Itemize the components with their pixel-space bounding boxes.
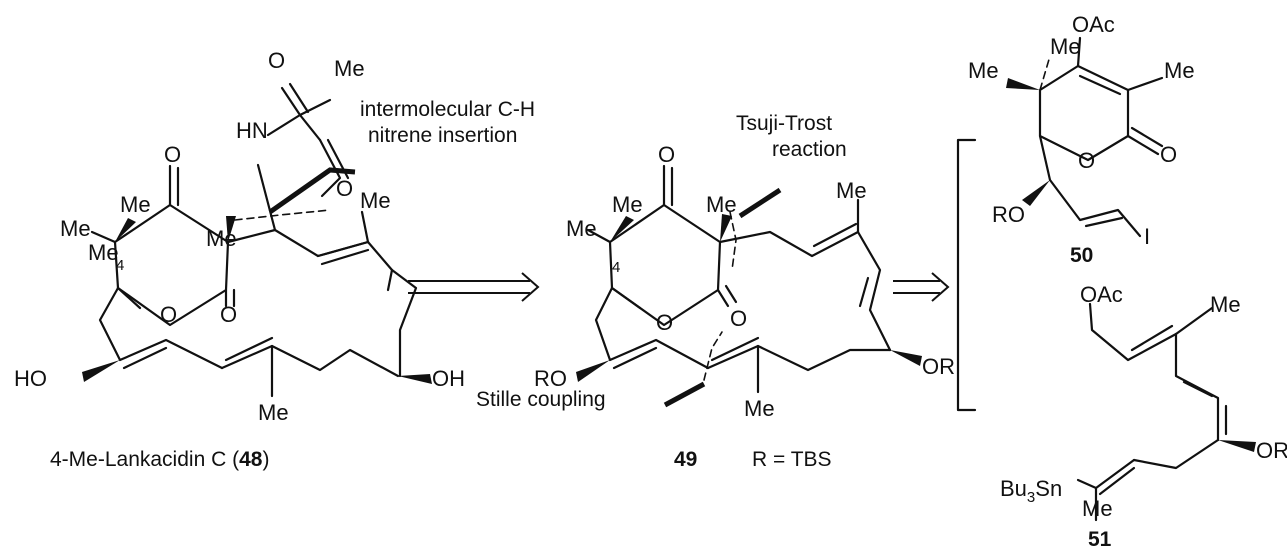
- atom-me-4-49: Me: [566, 216, 597, 241]
- atom-me-quat-48: Me: [206, 226, 237, 251]
- atom-o-ring-50: O: [1078, 148, 1095, 173]
- label-tsuji-trost-line2: reaction: [772, 138, 847, 161]
- retro-arrow-2: [893, 272, 950, 302]
- atom-o-amide-48: O: [336, 176, 353, 201]
- atom-o-lactone-48: O: [220, 302, 237, 327]
- atom-me-quat-49: Me: [706, 192, 737, 217]
- atom-o-ring-48: O: [160, 302, 177, 327]
- atom-me-top-51: Me: [1210, 292, 1241, 317]
- retro-arrow-1: [408, 272, 540, 302]
- atom-or-51: OR: [1256, 438, 1287, 463]
- compound-49-number: 49: [674, 448, 697, 471]
- atom-o-lactone-49: O: [730, 306, 747, 331]
- compound-48-name: 4-Me-Lankacidin C (48): [50, 448, 269, 471]
- locant-4-49: 4: [612, 259, 620, 276]
- atom-me-left-48: Me: [88, 240, 119, 265]
- atom-bu3sn-51: Bu3Sn: [1000, 476, 1062, 506]
- atom-iodine-50: I: [1144, 224, 1150, 249]
- label-r-definition: R = TBS: [752, 448, 832, 471]
- atom-me-chain-49: Me: [836, 178, 867, 203]
- atom-me-chain-48: Me: [360, 188, 391, 213]
- atom-me-top-50: Me: [1050, 34, 1081, 59]
- atom-me-left-50: Me: [968, 58, 999, 83]
- compound-51-structure: [1076, 302, 1256, 522]
- atom-or-49: OR: [922, 354, 955, 379]
- atom-me-top-48: Me: [120, 192, 151, 217]
- atom-ho-48: HO: [14, 366, 47, 391]
- compound-51-number: 51: [1088, 528, 1112, 551]
- atom-me-bottom-49: Me: [744, 396, 775, 421]
- atom-me-bottom-48: Me: [258, 400, 289, 425]
- compound-48-structure: [82, 82, 432, 398]
- label-tsuji-trost-line1: Tsuji-Trost: [736, 112, 832, 135]
- atom-o-ketone-49: O: [658, 142, 675, 167]
- atom-oac-50: OAc: [1072, 12, 1115, 37]
- atom-o-pyruvoyl-48: O: [268, 48, 285, 73]
- compound-50-structure: [1006, 36, 1164, 238]
- atom-oh-48: OH: [432, 366, 465, 391]
- atom-me-pyruvoyl-48: Me: [334, 56, 365, 81]
- label-ch-insertion-line2: nitrene insertion: [368, 124, 517, 147]
- atom-o-ketone-48: O: [164, 142, 181, 167]
- atom-me-right-50: Me: [1164, 58, 1195, 83]
- atom-me-top-49: Me: [612, 192, 643, 217]
- atom-hn-48: HN: [236, 118, 268, 143]
- atom-ro-50: RO: [992, 202, 1025, 227]
- atom-o-carbonyl-50: O: [1160, 142, 1177, 167]
- label-ch-insertion-line1: intermolecular C-H: [360, 98, 535, 121]
- compound-49-structure: [576, 164, 922, 408]
- atom-me-bottom-51: Me: [1082, 496, 1113, 521]
- fragment-bracket: [956, 138, 977, 412]
- locant-4-48: 4: [116, 257, 124, 274]
- label-stille-coupling: Stille coupling: [476, 388, 606, 411]
- atom-ro-49: RO: [534, 366, 567, 391]
- compound-50-number: 50: [1070, 244, 1093, 267]
- atom-o-ring-49: O: [656, 310, 673, 335]
- atom-me-4-48: Me: [60, 216, 91, 241]
- atom-oac-51: OAc: [1080, 282, 1123, 307]
